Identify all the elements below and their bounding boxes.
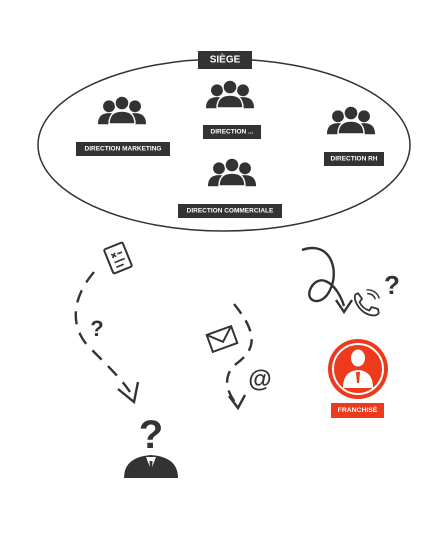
franchisee-label: FRANCHISÉ [338, 405, 378, 414]
department-label: DIRECTION ... [211, 129, 254, 136]
department-label: DIRECTION RH [331, 156, 378, 163]
channel-document: ? [74, 241, 140, 405]
franchisee: FRANCHISÉ [328, 339, 388, 418]
person-question-icon [124, 455, 178, 478]
channel-phone: ? [301, 246, 400, 317]
group-icon [98, 96, 146, 124]
question-mark: ? [90, 316, 103, 341]
franchisee-circle [328, 339, 388, 399]
envelope-icon [205, 324, 239, 354]
channel-path [301, 246, 346, 307]
department-other: DIRECTION ... [203, 80, 261, 139]
group-icon [206, 80, 254, 108]
channel-path [74, 271, 131, 393]
phone-icon [353, 288, 380, 317]
department-marketing: DIRECTION MARKETING [76, 96, 170, 156]
headquarters-label: SIÈGE [198, 51, 252, 69]
group-icon [327, 106, 375, 134]
at-symbol: @ [248, 366, 271, 393]
department-label: DIRECTION MARKETING [85, 146, 162, 153]
channel-email: @ [205, 303, 272, 411]
document-icon [103, 241, 133, 275]
arrow-head [335, 299, 353, 315]
unknown-recipient: ? [124, 413, 178, 478]
person-icon [343, 349, 373, 388]
arrow-head [117, 381, 140, 405]
department-commercial: DIRECTION COMMERCIALE [178, 158, 282, 218]
department-label: DIRECTION COMMERCIALE [187, 208, 274, 215]
question-mark: ? [384, 270, 400, 300]
channel-path [226, 303, 253, 407]
arrow-head [228, 394, 247, 411]
question-mark: ? [139, 413, 163, 457]
group-icon [208, 158, 256, 186]
department-hr: DIRECTION RH [324, 106, 384, 166]
headquarters-label-text: SIÈGE [210, 53, 241, 66]
